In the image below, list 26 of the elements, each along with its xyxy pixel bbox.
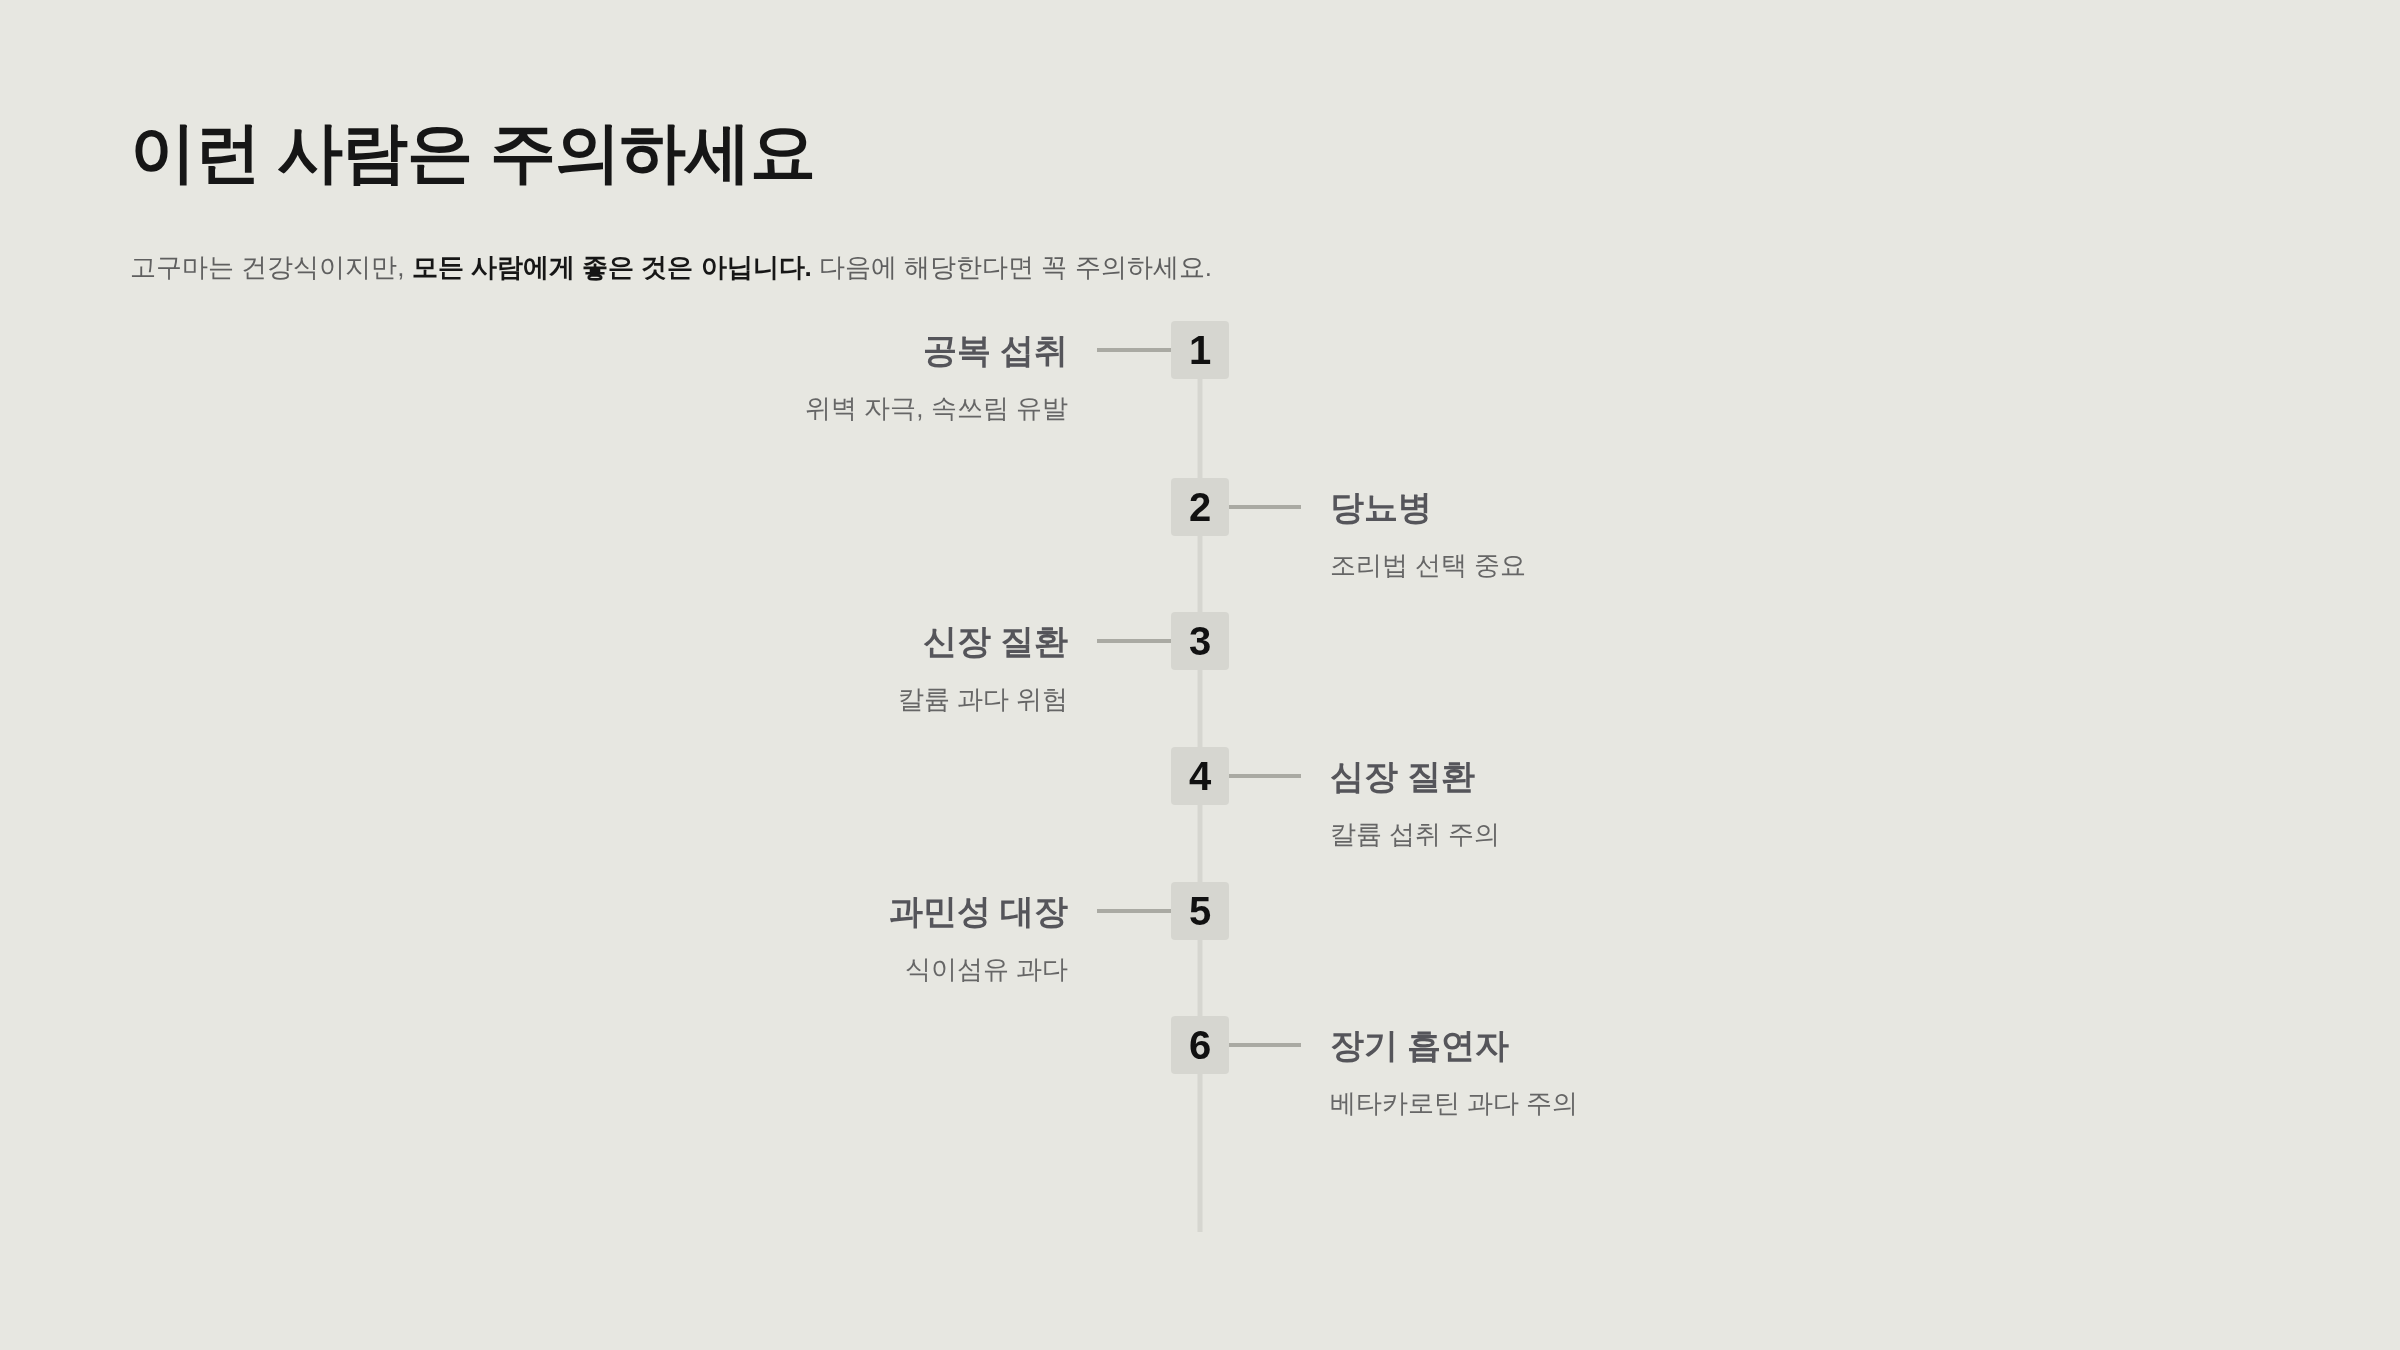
item-heading: 과민성 대장 [888,891,1068,932]
connector-line [1097,639,1171,643]
item-heading: 당뇨병 [1330,487,1432,528]
item-description: 위벽 자극, 속쓰림 유발 [804,392,1068,425]
number-badge: 3 [1171,612,1229,670]
connector-line [1229,1043,1301,1047]
item-heading: 신장 질환 [922,621,1068,662]
connector-line [1097,348,1171,352]
number-badge: 2 [1171,478,1229,536]
title: 이런 사람은 주의하세요 [130,114,815,191]
number-badge: 4 [1171,747,1229,805]
number-badge: 6 [1171,1016,1229,1074]
item-description: 식이섬유 과다 [903,953,1068,986]
connector-line [1229,774,1301,778]
connector-line [1229,505,1301,509]
item-description: 베타카로틴 과다 주의 [1330,1087,1580,1120]
item-heading: 심장 질환 [1330,756,1476,797]
item-heading: 공복 섭취 [922,330,1068,371]
item-description: 칼륨 과다 위험 [896,683,1068,716]
item-heading: 장기 흡연자 [1330,1025,1510,1066]
number-badge: 1 [1171,321,1229,379]
item-description: 조리법 선택 중요 [1330,549,1528,582]
subtitle: 고구마는 건강식이지만, 모든 사람에게 좋은 것은 아닙니다. 다음에 해당한다면 꼭 주의하세요. [130,251,1212,284]
connector-line [1097,909,1171,913]
item-description: 칼륨 섭취 주의 [1330,818,1502,851]
number-badge: 5 [1171,882,1229,940]
